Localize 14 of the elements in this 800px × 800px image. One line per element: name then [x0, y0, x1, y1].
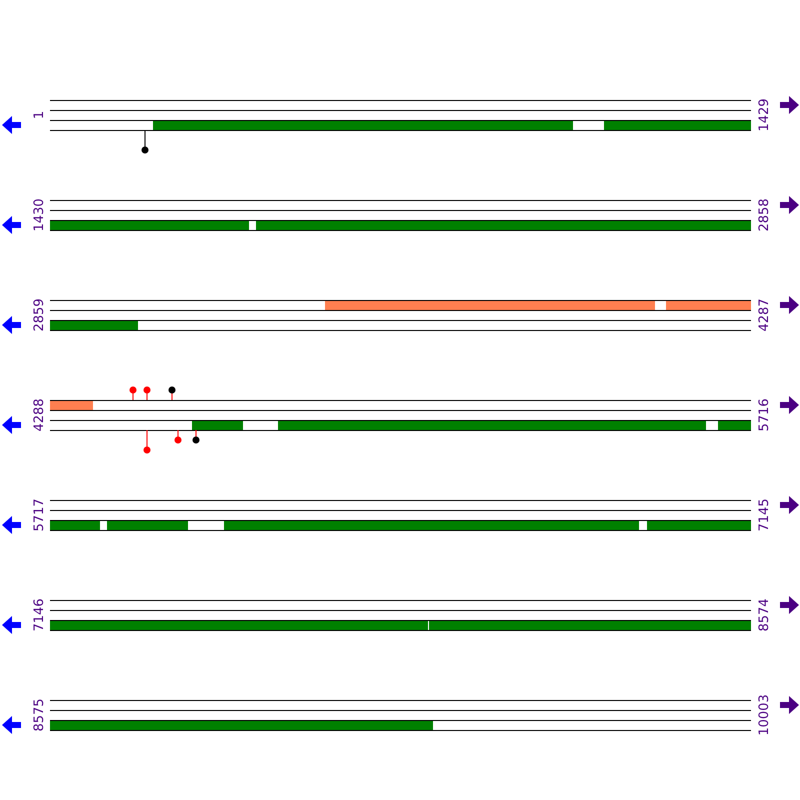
position-label: 5717: [33, 498, 47, 532]
position-label: 7145: [758, 498, 772, 532]
position-label: 5716: [758, 398, 772, 432]
position-label: 1430: [33, 198, 47, 232]
position-label: 1429: [758, 98, 772, 132]
position-label: 2858: [758, 198, 772, 232]
position-label: 8575: [33, 698, 47, 732]
position-label: 2859: [33, 298, 47, 332]
position-label: 4288: [33, 398, 47, 432]
position-label: 7146: [33, 598, 47, 632]
position-label: 4287: [758, 298, 772, 332]
position-label: 1: [33, 110, 47, 120]
position-label: 8574: [758, 598, 772, 632]
position-label: 10003: [758, 694, 772, 736]
